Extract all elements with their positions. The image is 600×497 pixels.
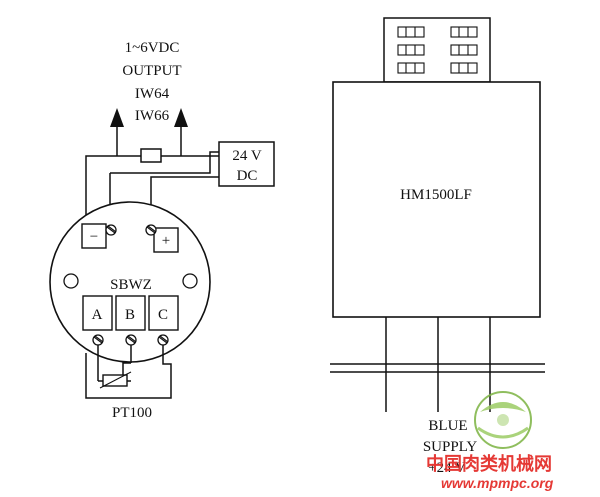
- supply-voltage-label: +24 V: [428, 460, 466, 476]
- watermark: 中国肉类机械网 www.mpmpc.org: [426, 391, 554, 491]
- mounting-hole-right: [182, 273, 198, 289]
- minus-screw-icon: [105, 224, 117, 236]
- plus-terminal-label: +: [162, 233, 170, 249]
- supply-label-2: DC: [237, 168, 258, 184]
- transmitter-name: SBWZ: [110, 277, 152, 293]
- screw-a-icon: [92, 334, 104, 346]
- dc-supply-box: [218, 141, 275, 187]
- terminal-a: [82, 295, 113, 331]
- output-arrow-left-icon: [110, 108, 124, 127]
- connector-pins: [397, 26, 478, 74]
- sbwz-transmitter: 1~6VDC OUTPUT IW64 IW66 24 V DC −: [49, 40, 275, 421]
- plus-terminal: [153, 227, 179, 253]
- probe-label: PT100: [112, 405, 152, 421]
- terminal-a-label: A: [92, 307, 103, 323]
- output-label-2: OUTPUT: [122, 63, 181, 79]
- terminal-c-label: C: [158, 307, 168, 323]
- screw-c-icon: [157, 334, 169, 346]
- screw-b-icon: [125, 334, 137, 346]
- module-name: HM1500LF: [400, 187, 472, 203]
- output-label-1: 1~6VDC: [125, 40, 180, 56]
- supply-label: SUPPLY: [423, 439, 478, 455]
- terminal-b: [115, 295, 146, 331]
- plus-screw-icon: [145, 224, 157, 236]
- output-arrow-right-icon: [174, 108, 188, 127]
- mpmpc-logo-icon: [474, 391, 532, 449]
- load-resistor: [140, 148, 162, 163]
- supply-label-1: 24 V: [232, 148, 261, 164]
- terminal-c: [148, 295, 179, 331]
- terminal-b-label: B: [125, 307, 135, 323]
- minus-terminal-label: −: [90, 229, 98, 245]
- wire-color-label: BLUE: [428, 418, 467, 434]
- watermark-url: www.mpmpc.org: [441, 475, 554, 491]
- module-body: [332, 81, 541, 318]
- hm1500lf-module: HM1500LF BLUE SUPPLY +24 V: [330, 17, 545, 476]
- output-label-3: IW64: [135, 86, 170, 102]
- minus-terminal: [81, 223, 107, 249]
- watermark-chinese: 中国肉类机械网: [426, 453, 552, 475]
- mounting-hole-left: [63, 273, 79, 289]
- output-label-4: IW66: [135, 108, 170, 124]
